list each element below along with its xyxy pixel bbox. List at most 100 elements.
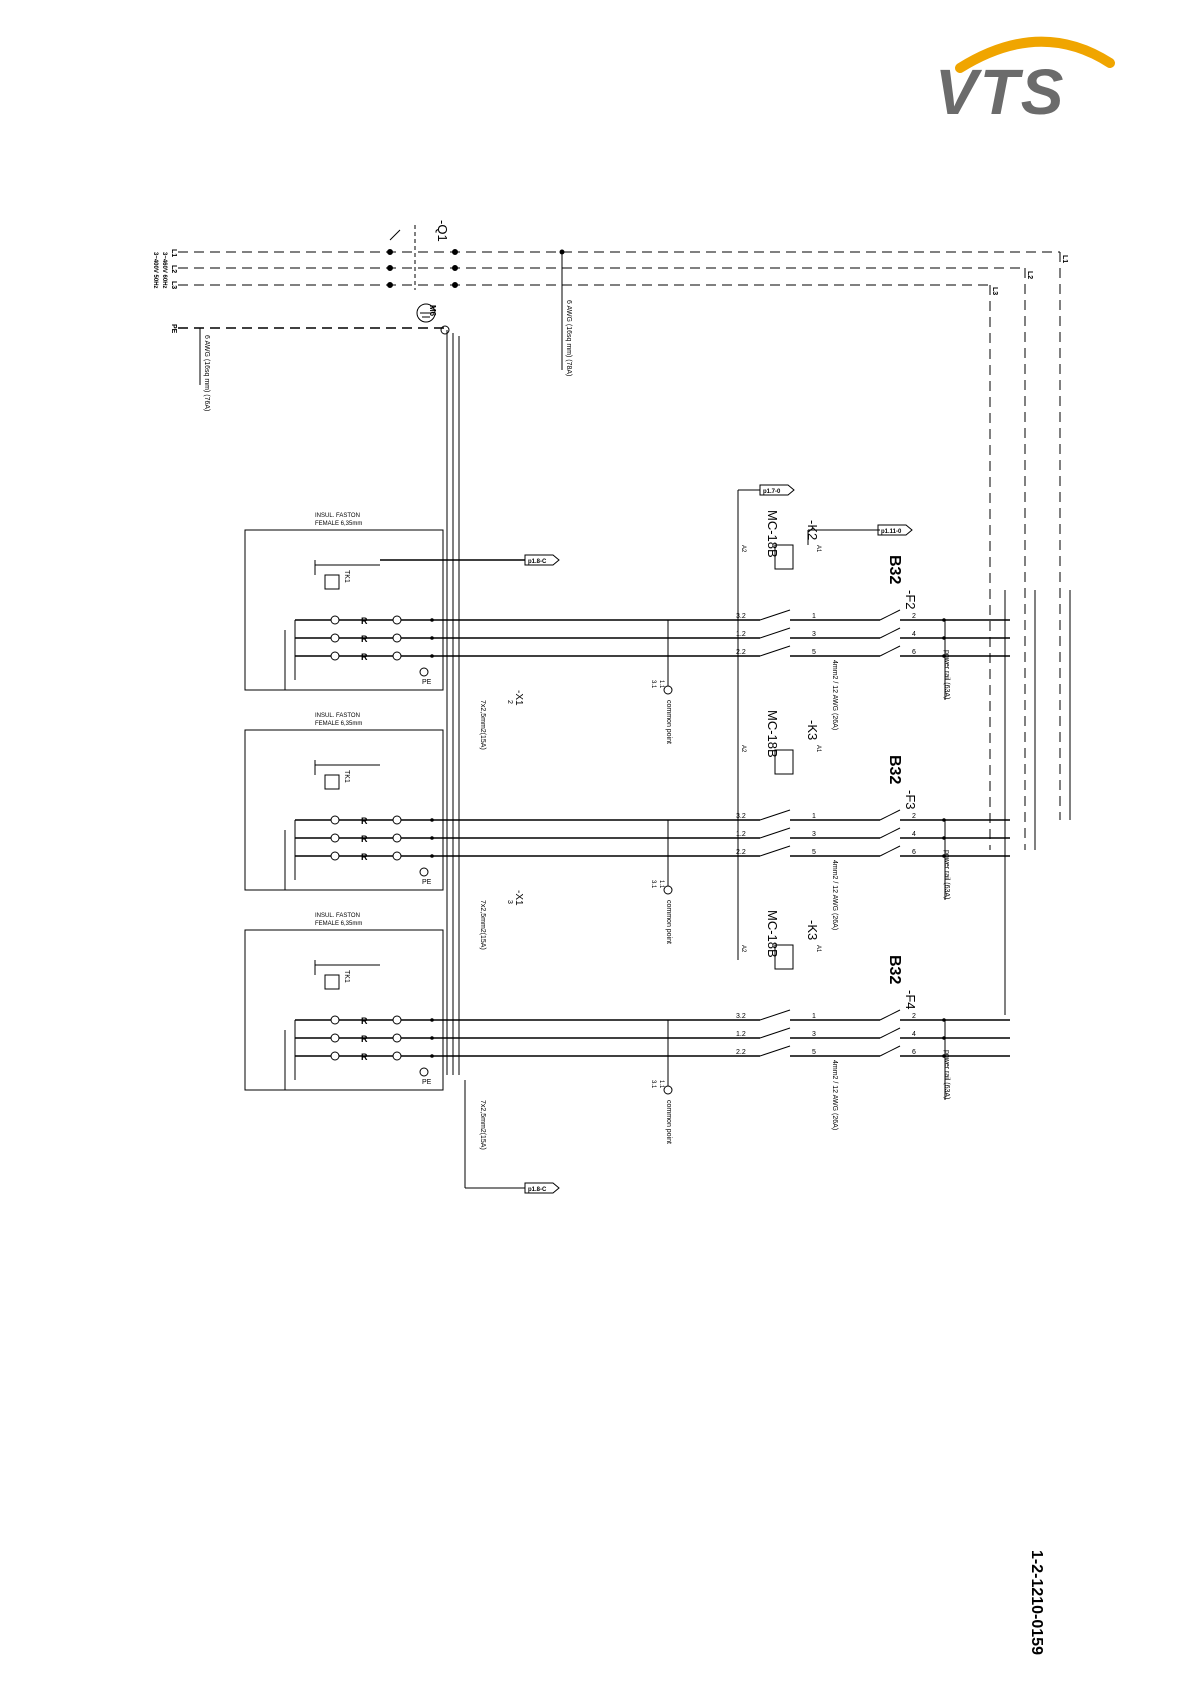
thermostat-box (324, 574, 340, 590)
bus-right-label: L2 (1026, 271, 1033, 279)
contactor-name: -K2 (805, 520, 820, 540)
contact-pin: 3 (812, 831, 816, 838)
contactor-a2: A2 (740, 545, 746, 553)
contact-pin: 3 (812, 1031, 816, 1038)
contactor-a1: A1 (815, 545, 821, 553)
breaker-contact (879, 1009, 901, 1021)
module-title-2: FEMALE 6,35mm (315, 921, 362, 927)
resistor-node (330, 1015, 340, 1025)
resistor-node (392, 851, 402, 861)
breaker-contact (879, 1045, 901, 1057)
resistor-node (392, 815, 402, 825)
wire-number: 3.2 (736, 1013, 746, 1020)
thermostat-box (324, 774, 340, 790)
module-pe-label: PE (422, 679, 432, 686)
thermostat-label: TK1 (343, 570, 350, 583)
wire-number: 3.2 (736, 813, 746, 820)
resistor-label: R (361, 816, 368, 826)
breaker-contact (879, 1027, 901, 1039)
resistor-node (392, 615, 402, 625)
common-pin-2: 3.1 (650, 1080, 656, 1089)
junction-dot (430, 1036, 434, 1040)
thermostat-label: TK1 (343, 970, 350, 983)
reference-module-tag (524, 554, 560, 566)
resistor-node (330, 651, 340, 661)
common-point-terminal (663, 1085, 673, 1095)
breaker-pin-out: 2 (912, 1013, 916, 1020)
breaker-type: B32 (886, 555, 903, 584)
breaker-contact (879, 609, 901, 621)
common-pin-2: 3.1 (650, 680, 656, 689)
breaker-pin-out: 4 (912, 1031, 916, 1038)
common-point-label: common point (665, 700, 672, 744)
supply-line-label: L1 (170, 249, 177, 257)
breaker-pin-out: 6 (912, 849, 916, 856)
resistor-node (330, 615, 340, 625)
contact-wire-spec: 4mm2 / 12 AWG (26A) (831, 1060, 838, 1130)
wire-number: 1.2 (736, 631, 746, 638)
breaker-type: B32 (886, 755, 903, 784)
contactor-model: MC-18B (765, 510, 780, 558)
resistor-label: R (361, 1034, 368, 1044)
module-title-1: INSUL. FASTON (315, 713, 360, 719)
thermostat-box (324, 974, 340, 990)
wire-number: 2.2 (736, 849, 746, 856)
breaker-name: -F2 (903, 590, 918, 610)
common-pin-1: 1.1 (658, 680, 664, 689)
contact-pin: 1 (812, 813, 816, 820)
module-pe-label: PE (422, 1079, 432, 1086)
contact-pin: 3 (812, 631, 816, 638)
module-title-2: FEMALE 6,35mm (315, 721, 362, 727)
common-pin-1: 1.1 (658, 880, 664, 889)
resistor-label: R (361, 852, 368, 862)
contactor-name: -K3 (805, 920, 820, 940)
junction-dot (430, 854, 434, 858)
contactor-name: -K3 (805, 720, 820, 740)
resistor-node (330, 1033, 340, 1043)
contactor-contact (759, 809, 791, 821)
contactor-a2: A2 (740, 945, 746, 953)
main-cable-spec: 6 AWG (16sq mm) (78A) (565, 300, 572, 376)
breaker-contact (879, 645, 901, 657)
common-point-terminal (663, 685, 673, 695)
junction-dot (430, 836, 434, 840)
vts-logo-arc (955, 36, 1115, 73)
contact-pin: 1 (812, 613, 816, 620)
junction-dot (430, 818, 434, 822)
contactor-contact (759, 845, 791, 857)
breaker-type: B32 (886, 955, 903, 984)
wire-number: 1.2 (736, 831, 746, 838)
common-pin-2: 3.1 (650, 880, 656, 889)
supply-voltage-1: 3~400V 50Hz (152, 252, 158, 289)
junction-dot (430, 636, 434, 640)
contact-pin: 1 (812, 1013, 816, 1020)
contactor-model: MC-18B (765, 910, 780, 958)
contact-pin: 5 (812, 849, 816, 856)
module-frames (244, 529, 444, 1091)
reference-bottom: p1.8-C (528, 1187, 547, 1193)
resistor-node (330, 633, 340, 643)
resistor-node (392, 833, 402, 843)
resistor-node (330, 833, 340, 843)
wire-number: 2.2 (736, 649, 746, 656)
contact-wire-spec: 4mm2 / 12 AWG (26A) (831, 660, 838, 730)
contactor-a1: A1 (815, 745, 821, 753)
main-switch-label: -Q1 (435, 220, 450, 242)
contactor-column (737, 489, 1071, 1015)
junction-dot (430, 654, 434, 658)
power-rail-label: power rail (63A) (943, 1050, 950, 1099)
pe-terminal (419, 867, 429, 877)
junction-dot (430, 1054, 434, 1058)
reference-k2-tag (877, 524, 913, 536)
terminal-label: -X1 (513, 890, 524, 906)
resistor-label: R (361, 616, 368, 626)
contactor-a2: A2 (740, 745, 746, 753)
reference-bottom-tag (524, 1182, 560, 1194)
terminal-label: -X1 (513, 690, 524, 706)
supply-line-label: L3 (170, 281, 177, 289)
resistor-node (330, 815, 340, 825)
contact-pin: 5 (812, 1049, 816, 1056)
module-cable-spec: 7x2,5mm2(15A) (479, 700, 486, 750)
breaker-pin-out: 6 (912, 1049, 916, 1056)
